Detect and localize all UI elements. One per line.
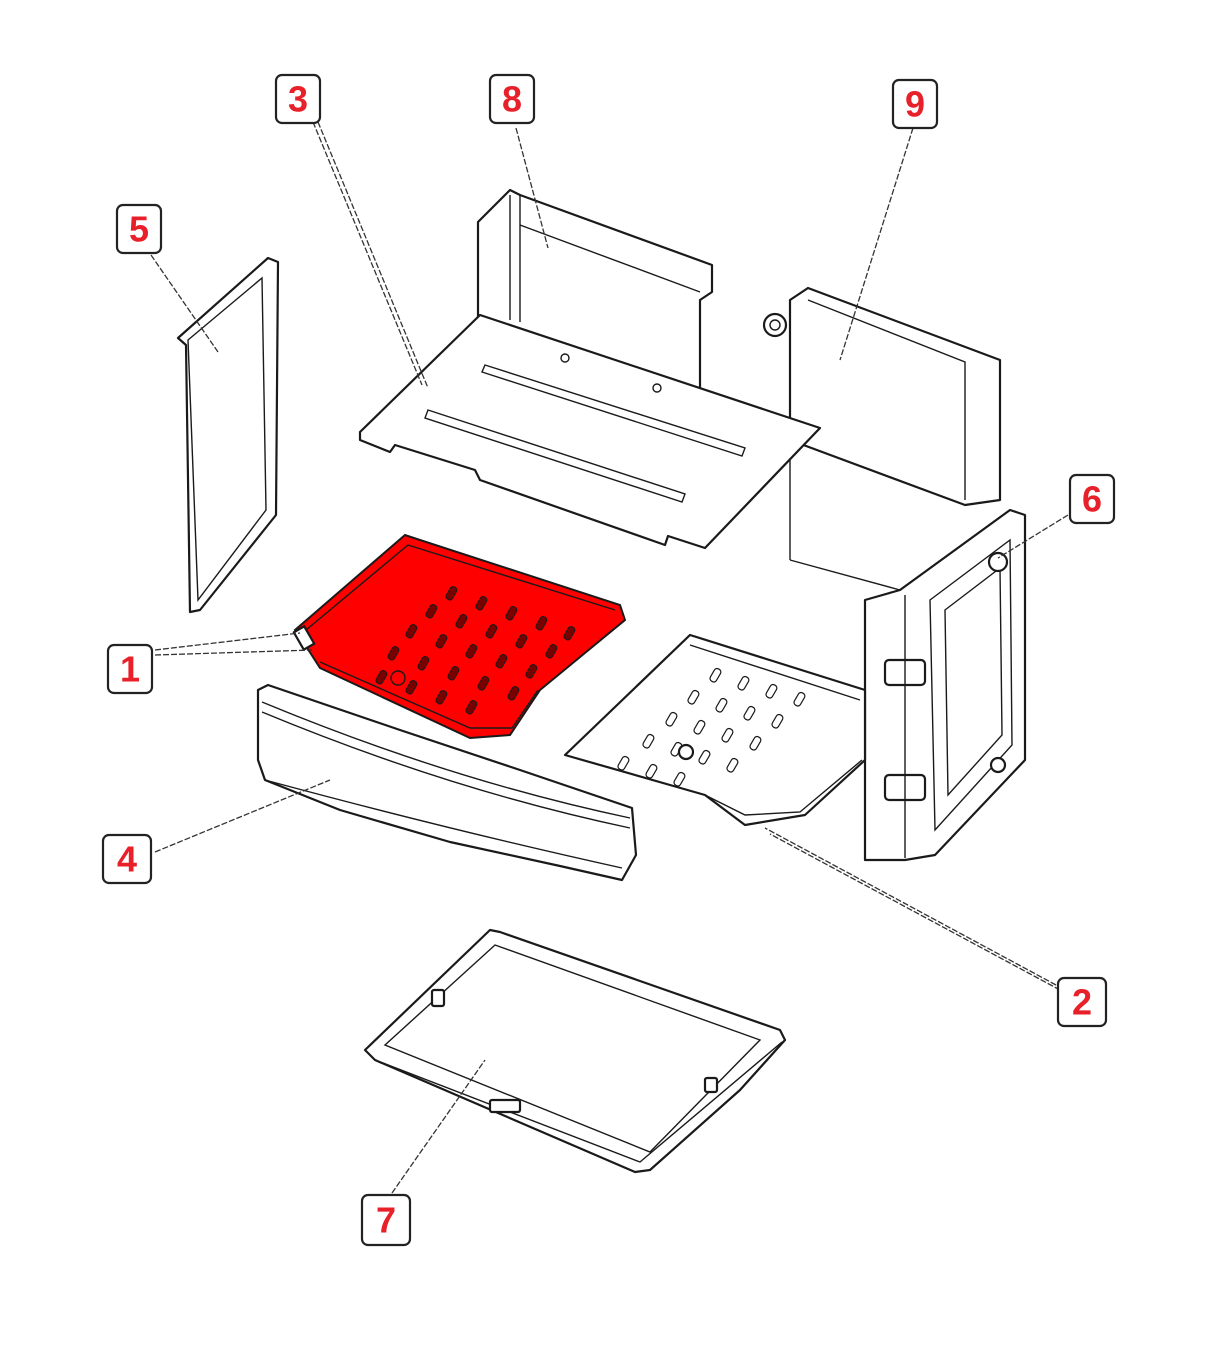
callout-5: 5 (115, 203, 163, 255)
callout-7-text: 7 (376, 1200, 396, 1241)
callout-4: 4 (101, 833, 153, 885)
callout-2: 2 (1056, 976, 1108, 1028)
callout-3: 3 (274, 73, 322, 125)
callout-3-text: 3 (288, 79, 308, 120)
part-door-frame (863, 508, 1027, 862)
part-front-ash-lip (256, 683, 638, 882)
callout-7: 7 (360, 1193, 412, 1247)
part-left-grate-highlighted (292, 533, 627, 740)
callout-8-text: 8 (502, 79, 522, 120)
callout-9: 9 (891, 78, 939, 130)
right-grate-slots (617, 667, 806, 787)
part-right-grate (563, 633, 867, 827)
part-side-panel (176, 256, 280, 614)
callout-1: 1 (106, 643, 154, 695)
part-baffle-plate (358, 313, 822, 550)
callout-1-text: 1 (120, 649, 140, 690)
left-grate-slots (375, 586, 576, 715)
callout-9-text: 9 (905, 84, 925, 125)
callout-2-text: 2 (1072, 982, 1092, 1023)
leader-lines (150, 121, 1069, 1194)
callout-5-text: 5 (129, 209, 149, 250)
part-ash-pan (363, 928, 787, 1174)
callout-6: 6 (1068, 473, 1116, 525)
callout-4-text: 4 (117, 839, 137, 880)
callout-8: 8 (488, 73, 536, 125)
callout-6-text: 6 (1082, 479, 1102, 520)
